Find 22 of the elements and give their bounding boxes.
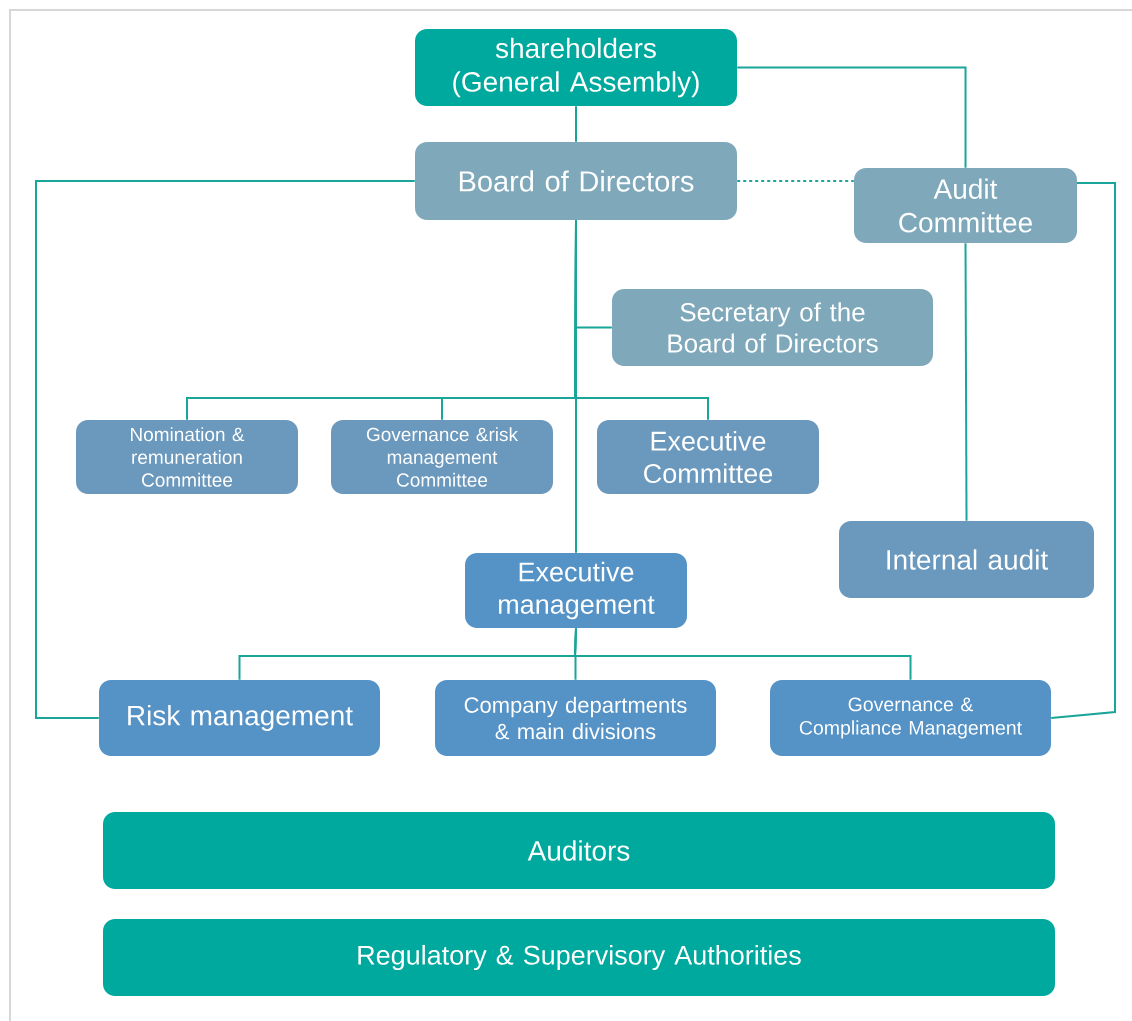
org-box: Secretary of the Board of Directors xyxy=(612,289,933,366)
connector-line xyxy=(964,242,968,522)
org-box: Internal audit xyxy=(839,521,1094,598)
connector-line xyxy=(1050,182,1116,719)
banner: Regulatory & Supervisory Authorities xyxy=(103,919,1055,996)
org-box: Audit Committee xyxy=(854,168,1077,243)
connector-line xyxy=(35,180,416,719)
connector-line xyxy=(575,219,577,554)
connector-line xyxy=(573,627,912,681)
connector-line xyxy=(575,105,577,143)
org-box: Company departments & main divisions xyxy=(435,680,716,756)
org-box: Executive management xyxy=(465,553,687,628)
connector-line xyxy=(736,180,855,182)
org-box: Board of Directors xyxy=(415,142,737,220)
org-box: Executive Committee xyxy=(597,420,819,494)
org-box: Governance & Compliance Management xyxy=(770,680,1051,756)
connector-line xyxy=(736,66,967,169)
org-box: Risk management xyxy=(99,680,380,756)
org-box: Governance &risk management Committee xyxy=(331,420,553,494)
org-box: shareholders (General Assembly) xyxy=(415,29,737,106)
banner: Auditors xyxy=(103,812,1055,889)
org-box: Nomination & remuneration Committee xyxy=(76,420,298,494)
